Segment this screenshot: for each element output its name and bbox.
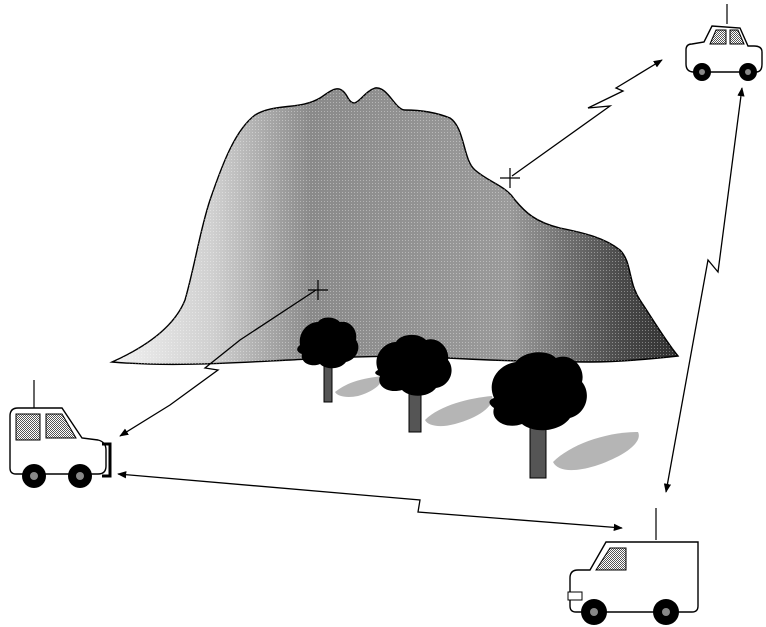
reflection-point-upper [500,168,520,188]
wheel-hub [699,69,705,75]
vehicle-left [9,380,112,488]
van-window [595,547,627,571]
wheel-hub [745,69,751,75]
car-body [685,25,763,73]
tree-crown [375,334,452,396]
car-window [709,29,727,45]
tree-3 [489,352,587,479]
wheel-hub [590,608,598,616]
vehicle-top-right [685,4,763,81]
tree-shadow-1 [335,376,383,397]
tree-shadow-2 [425,396,493,427]
reflection-point-lower [308,280,328,300]
car-window [729,29,745,45]
bumper [102,442,112,478]
van-bumper [567,591,583,601]
wheel-hub [76,472,84,480]
tree-shadows [335,376,639,471]
jeep-window [45,413,77,439]
wheel-hub [30,472,38,480]
tree-crown [297,317,359,369]
link-top-right-to-bottom-right [663,87,745,493]
tree-2 [375,334,452,433]
vehicle-bottom-right [567,508,699,625]
mountain [109,87,680,366]
tree-shadow-3 [553,432,639,471]
wheel-hub [662,608,670,616]
link-top-right-to-mountain [511,59,663,177]
link-left-to-bottom-right [117,471,623,531]
link-left-to-mountain [119,289,317,437]
links [117,59,745,531]
van-body [569,541,699,613]
tree-crown [489,352,587,431]
jeep-window [15,413,41,441]
tree-1 [297,317,359,403]
